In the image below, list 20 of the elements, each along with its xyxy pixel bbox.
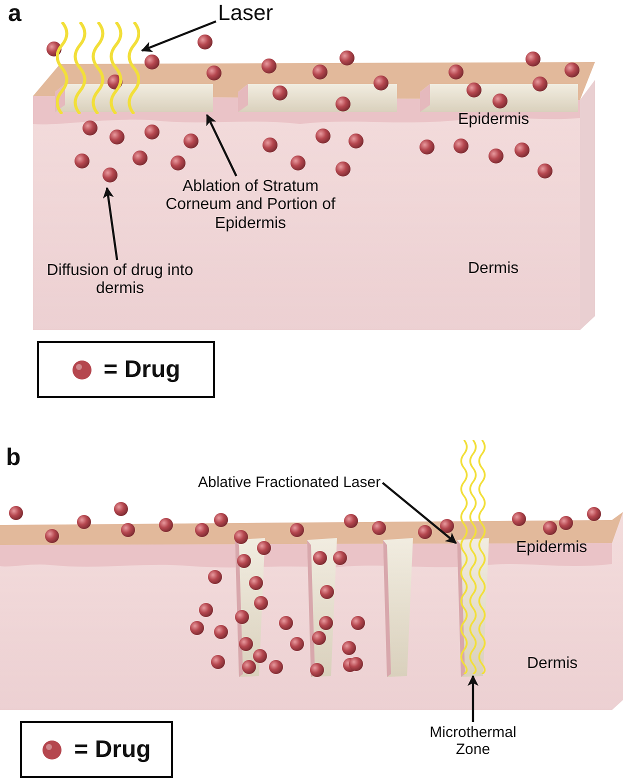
- laser-beam-drawing: [458, 440, 488, 674]
- leader-arrow: [382, 482, 457, 544]
- leader-arrow: [468, 674, 478, 722]
- layer-label: Dermis: [468, 260, 519, 278]
- layer-label: Dermis: [527, 655, 578, 674]
- leader-arrow: [140, 20, 216, 52]
- laser-beam-drawing: [56, 22, 140, 114]
- callout-text: Ablative Fractionated Laser: [198, 474, 381, 492]
- panel-letter: a: [8, 0, 22, 28]
- legend-text: = Drug: [104, 356, 180, 384]
- layer-label: Epidermis: [458, 111, 530, 130]
- legend-text: = Drug: [74, 736, 151, 764]
- callout-text: Laser: [218, 0, 298, 26]
- callout-text: Microthermal Zone: [418, 724, 528, 758]
- panel-letter: b: [6, 444, 21, 472]
- leader-arrow: [102, 186, 118, 260]
- callout-text: Ablation of Stratum Corneum and Portion of Epidermis: [158, 178, 343, 234]
- callout-text: Diffusion of drug into dermis: [45, 262, 195, 299]
- layer-label: Epidermis: [516, 539, 588, 558]
- leader-arrow: [206, 114, 238, 176]
